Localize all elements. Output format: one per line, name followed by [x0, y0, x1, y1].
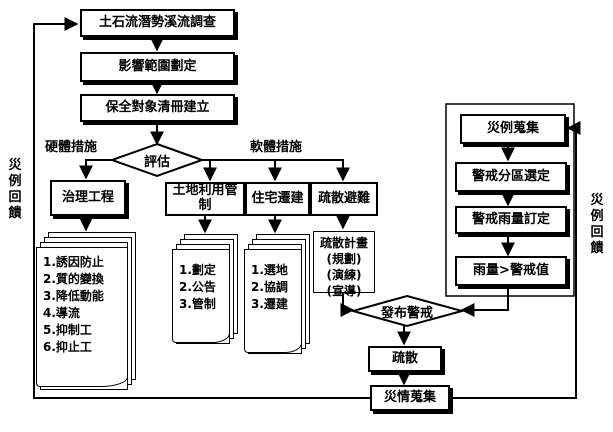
- land-use-list: 1.劃定 2.公告 3.管制: [172, 249, 230, 343]
- feedback-right-label: 災例回饋: [590, 193, 604, 256]
- land-use-doc-stack: 1.劃定 2.公告 3.管制: [172, 234, 238, 344]
- treatment-item: 3.降低動能: [43, 289, 104, 303]
- treatment-list: 1.誘因防止 2.質的變換 3.降低動能 4.導流 5.抑制工 6.抑止工: [36, 247, 128, 387]
- evac-plan-line: 疏散計畫: [319, 236, 368, 250]
- evacuation-plan-box: 疏散計畫 (規劃) (演練) (宣導): [313, 231, 375, 298]
- evacuate-box: 疏散: [368, 346, 442, 372]
- impact-box: 影響範圍劃定: [80, 52, 235, 82]
- hard-measure-label: 硬體措施: [45, 140, 98, 155]
- evaluate-diamond: [109, 142, 205, 178]
- treatment-item: 6.抑止工: [43, 340, 92, 354]
- release-alert-label: 發布警戒: [380, 306, 433, 321]
- land-use-item: 1.劃定: [179, 263, 216, 277]
- relocation-item: 2.協調: [251, 280, 288, 294]
- relocation-item: 3.遷建: [251, 297, 288, 311]
- treatment-item: 5.抑制工: [43, 323, 92, 337]
- land-use-box: 土地利用管制: [165, 182, 245, 216]
- treatment-item: 2.質的變換: [43, 272, 104, 286]
- evaluate-label: 評估: [143, 155, 170, 170]
- treatment-item: 1.誘因防止: [43, 255, 104, 269]
- release-alert-diamond: [349, 294, 466, 328]
- protect-box: 保全對象清冊建立: [80, 94, 235, 122]
- relocation-box: 住宅遷建: [245, 182, 310, 216]
- evac-plan-line: (規劃): [326, 252, 362, 266]
- evac-plan-line: (宣導): [326, 284, 362, 298]
- case-collect-box: 災例蒐集: [460, 114, 566, 144]
- treatment-item: 4.導流: [43, 306, 80, 320]
- zone-select-box: 警戒分區選定: [455, 162, 567, 192]
- disaster-collect-box: 災情蒐集: [370, 385, 450, 411]
- land-use-item: 2.公告: [179, 280, 216, 294]
- soft-measure-label: 軟體措施: [250, 140, 303, 155]
- survey-box: 土石流潛勢溪流調查: [80, 9, 235, 37]
- relocation-doc-stack: 1.選地 2.協調 3.遷建: [244, 234, 310, 354]
- rain-set-box: 警戒雨量訂定: [455, 206, 567, 234]
- evacuation-box: 疏散避難: [310, 182, 378, 216]
- relocation-item: 1.選地: [251, 263, 288, 277]
- relocation-list: 1.選地 2.協調 3.遷建: [244, 249, 302, 353]
- land-use-item: 3.管制: [179, 297, 216, 311]
- evac-plan-line: (演練): [326, 268, 362, 282]
- treatment-doc-stack: 1.誘因防止 2.質的變換 3.降低動能 4.導流 5.抑制工 6.抑止工: [36, 232, 136, 390]
- rain-threshold-box: 雨量>警戒值: [455, 256, 567, 286]
- feedback-left-label: 災例回饋: [8, 158, 22, 221]
- treatment-box: 治理工程: [50, 180, 126, 216]
